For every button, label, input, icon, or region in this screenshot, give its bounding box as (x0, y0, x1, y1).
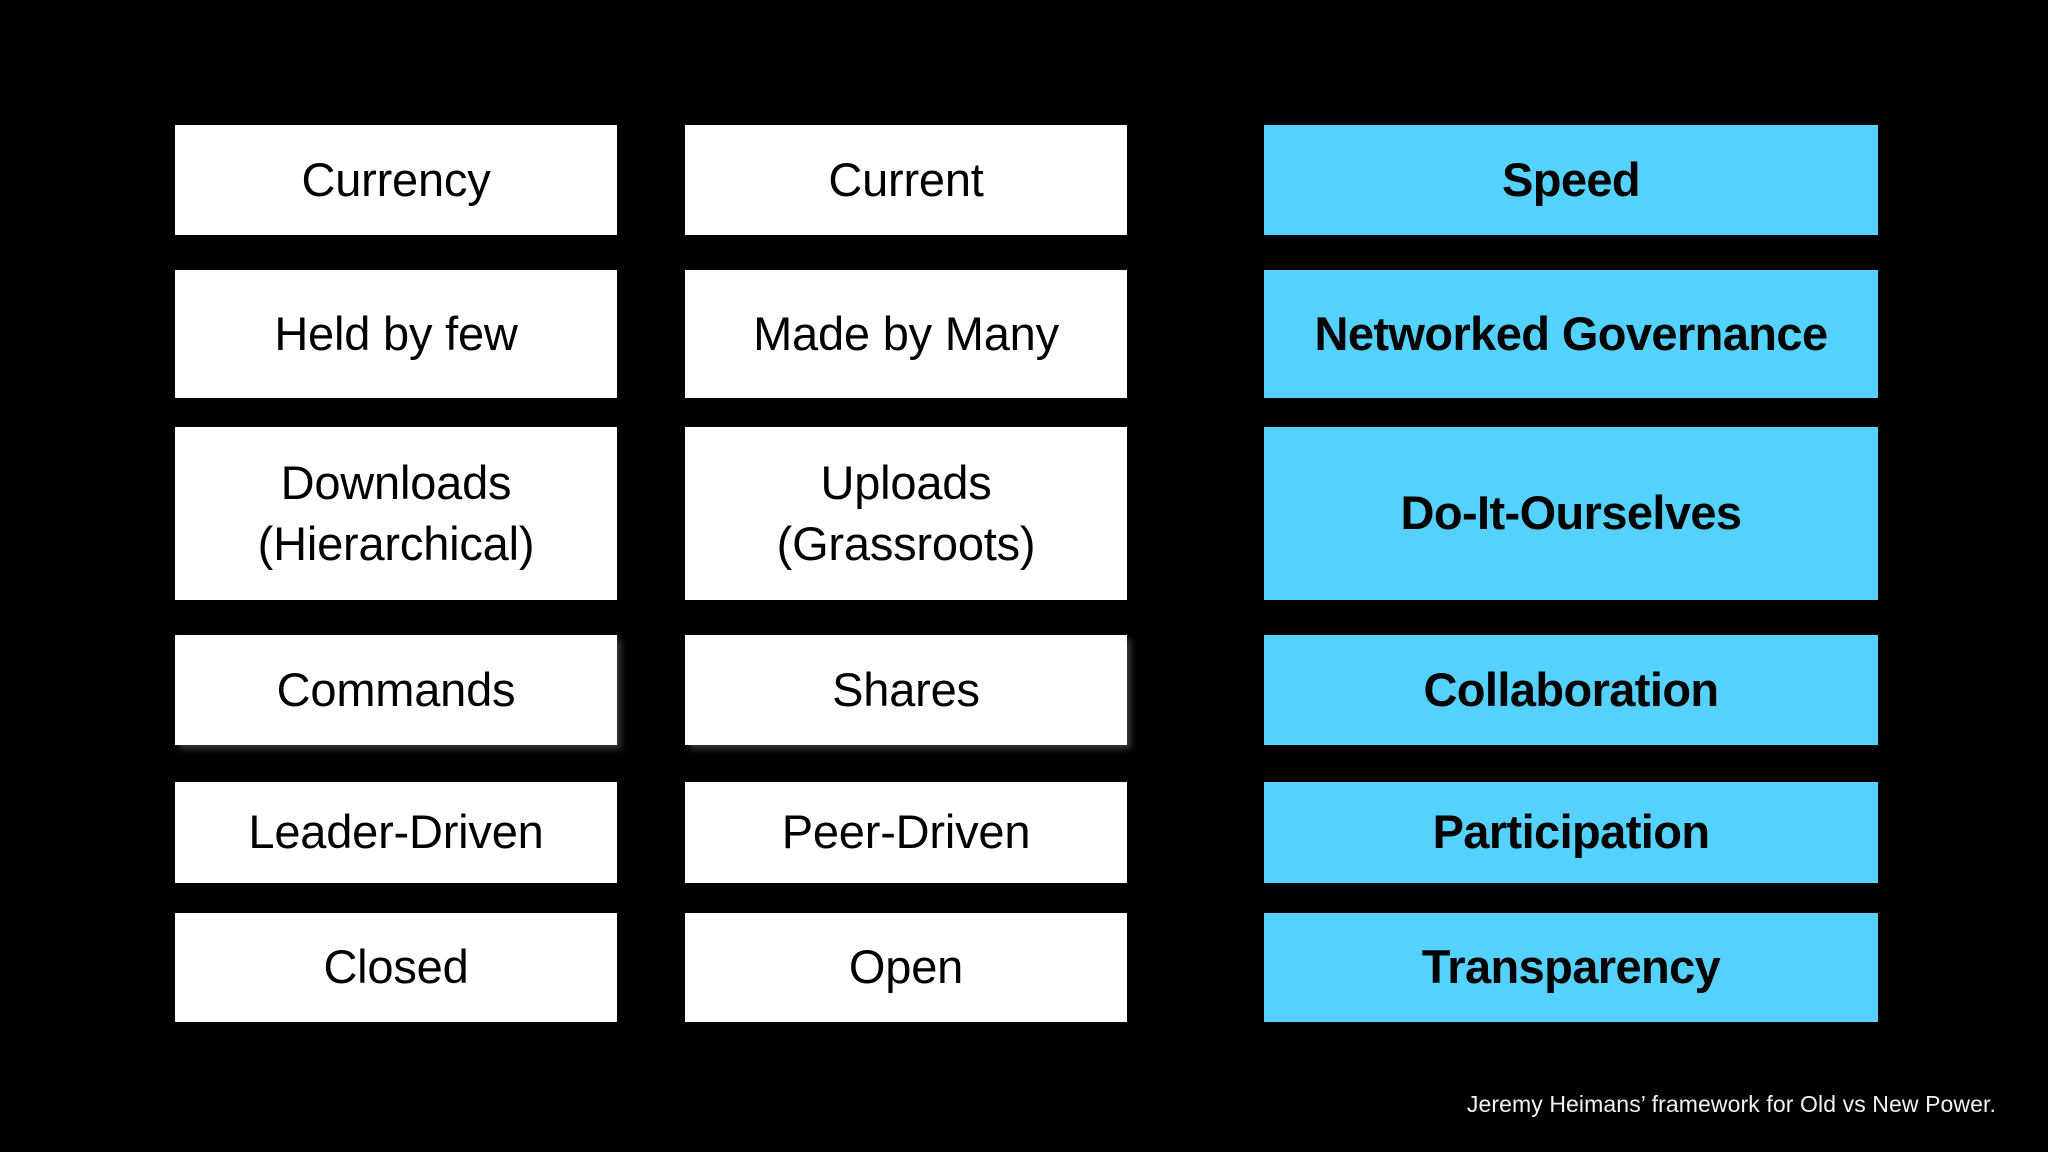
old-power-label-5: Leader-Driven (248, 805, 544, 859)
value-label-3: Do-It-Ourselves (1400, 486, 1743, 540)
value-label-4: Collaboration (1423, 662, 1719, 716)
new-power-label-4: Shares (832, 662, 980, 716)
old-power-label-6: Closed (323, 940, 469, 994)
new-power-cell-4: Shares (685, 635, 1127, 745)
old-power-cell-6: Closed (175, 913, 617, 1022)
value-label-6: Transparency (1421, 940, 1721, 994)
new-power-cell-2: Made by Many (685, 270, 1127, 398)
value-label-2: Networked Governance (1314, 306, 1828, 360)
value-label-1: Speed (1501, 152, 1641, 206)
new-power-cell-3: Uploads (Grassroots) (685, 427, 1127, 600)
value-cell-1: Speed (1264, 125, 1878, 235)
old-power-label-3: Downloads (Hierarchical) (175, 453, 617, 573)
old-power-cell-5: Leader-Driven (175, 782, 617, 883)
value-cell-4: Collaboration (1264, 635, 1878, 745)
new-power-label-3: Uploads (Grassroots) (685, 453, 1127, 573)
value-cell-5: Participation (1264, 782, 1878, 883)
new-power-label-2: Made by Many (753, 306, 1059, 360)
old-power-cell-2: Held by few (175, 270, 617, 398)
source-caption: Jeremy Heimans’ framework for Old vs New… (1466, 1091, 1996, 1117)
new-power-label-6: Open (848, 940, 964, 994)
old-power-cell-3: Downloads (Hierarchical) (175, 427, 617, 600)
old-power-cell-1: Currency (175, 125, 617, 235)
new-power-label-5: Peer-Driven (781, 805, 1031, 859)
new-power-cell-5: Peer-Driven (685, 782, 1127, 883)
old-power-label-4: Commands (276, 662, 516, 716)
value-cell-2: Networked Governance (1264, 270, 1878, 398)
value-cell-6: Transparency (1264, 913, 1878, 1022)
old-power-label-1: Currency (301, 152, 491, 206)
old-power-label-2: Held by few (274, 306, 518, 360)
new-power-cell-1: Current (685, 125, 1127, 235)
old-power-label-3-line1: Downloads (280, 456, 512, 510)
value-label-5: Participation (1432, 805, 1710, 859)
value-cell-3: Do-It-Ourselves (1264, 427, 1878, 600)
old-power-label-3-line2: (Hierarchical) (257, 516, 535, 570)
new-power-label-3-line1: Uploads (820, 456, 992, 510)
old-power-cell-4: Commands (175, 635, 617, 745)
new-power-label-1: Current (828, 152, 984, 206)
new-power-label-3-line2: (Grassroots) (776, 516, 1036, 570)
new-power-cell-6: Open (685, 913, 1127, 1022)
